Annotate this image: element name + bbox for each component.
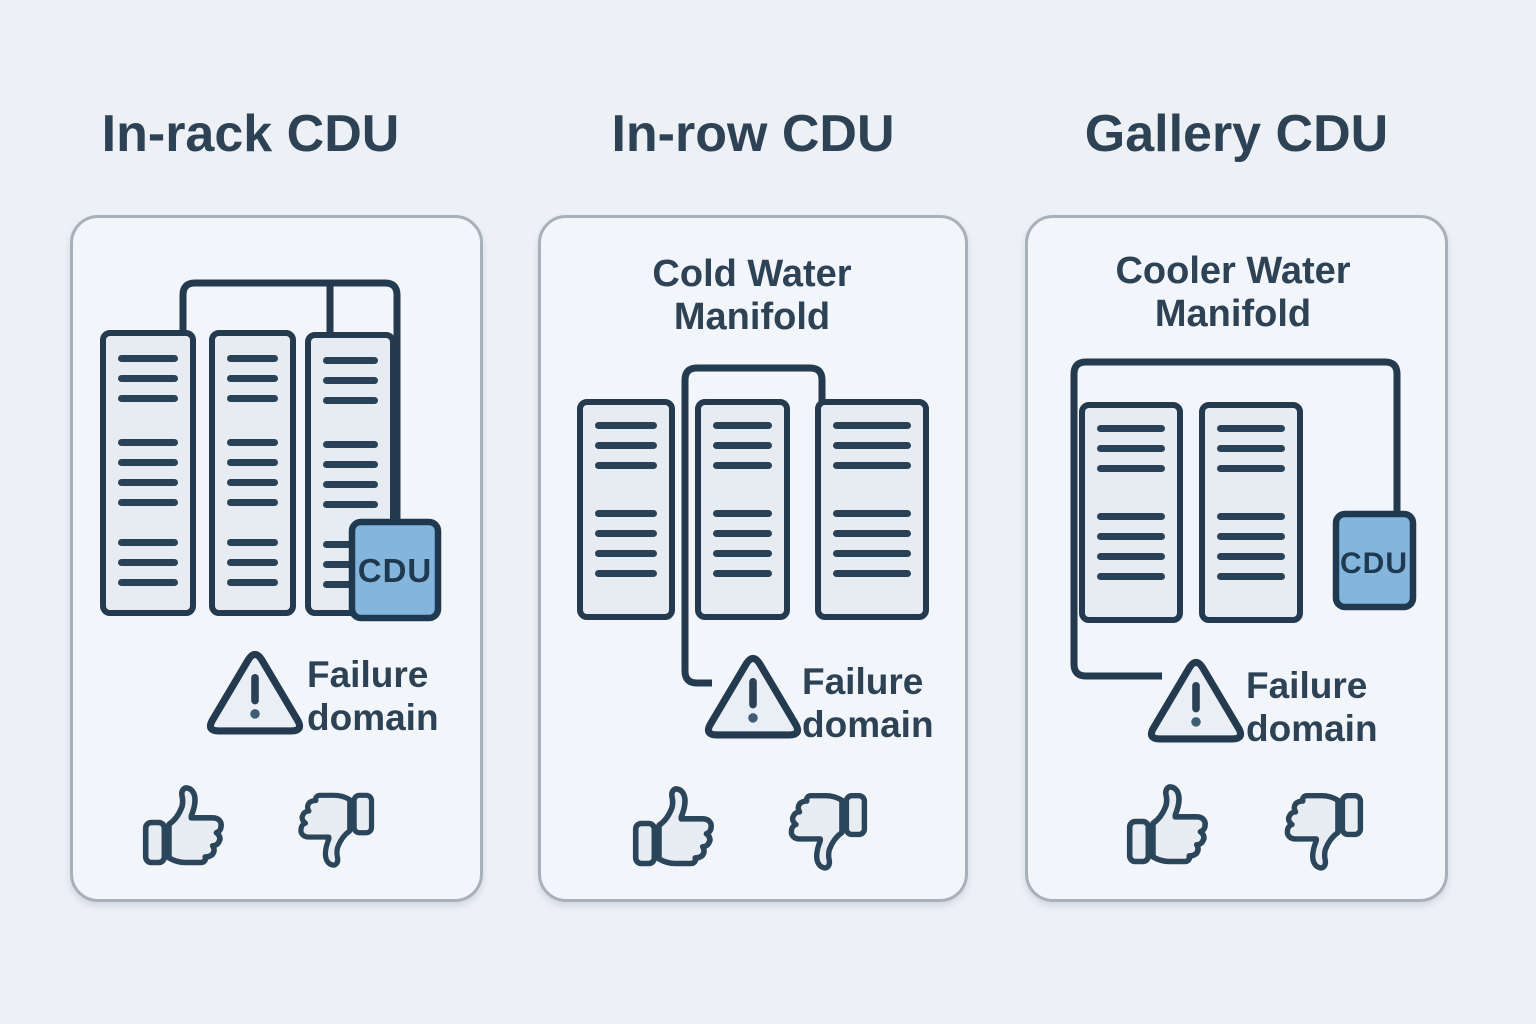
server-slot-line [713, 462, 772, 469]
server-slot-line [713, 510, 772, 517]
server-slot-line [227, 439, 278, 446]
server-slot-line [1217, 533, 1285, 540]
server-slot-line [227, 559, 278, 566]
server-slot-line [833, 570, 911, 577]
thumbs-up-icon [636, 789, 711, 864]
svg-text:CDU: CDU [358, 552, 433, 589]
failure-domain-label: Failure domain [1246, 665, 1378, 749]
server-slot-line [227, 499, 278, 506]
server-slot-line [713, 530, 772, 537]
server-slot-line [595, 422, 657, 429]
panel-title-gallery: Gallery CDU [1084, 105, 1389, 163]
server-slot-line [227, 395, 278, 402]
server-slot-line [1217, 513, 1285, 520]
server-slot-line [595, 462, 657, 469]
rack-frame [1199, 402, 1303, 623]
warning-icon [1151, 662, 1240, 738]
failure-domain-label: Failure domain [307, 654, 439, 738]
server-slot-line [833, 550, 911, 557]
server-slot-line [595, 442, 657, 449]
panel-title-in-rack: In-rack CDU [101, 105, 400, 163]
server-slot-line [227, 375, 278, 382]
server-slot-line [1097, 465, 1165, 472]
server-slot-line [713, 570, 772, 577]
server-rack [695, 399, 790, 620]
server-slot-line [323, 461, 378, 468]
server-slot-line [1217, 445, 1285, 452]
server-slot-line [833, 462, 911, 469]
failure-domain-label: Failure domain [802, 661, 934, 745]
server-slot-line [118, 499, 178, 506]
server-slot-line [323, 357, 378, 364]
server-slot-line [833, 530, 911, 537]
thumbs-down-icon [1287, 796, 1360, 868]
server-slot-line [833, 510, 911, 517]
server-slot-line [118, 395, 178, 402]
thumbs-up-icon [1130, 787, 1205, 862]
server-slot-line [118, 375, 178, 382]
server-slot-line [595, 570, 657, 577]
coolant-pipe-in-rack [179, 279, 401, 522]
cdu-box: CDU [1332, 510, 1417, 611]
server-slot-line [595, 530, 657, 537]
server-slot-line [323, 481, 378, 488]
server-slot-line [118, 559, 178, 566]
server-slot-line [1217, 553, 1285, 560]
manifold-label: Cold Water Manifold [652, 253, 852, 338]
server-slot-line [713, 442, 772, 449]
rack-frame [577, 399, 675, 620]
server-slot-line [323, 501, 378, 508]
server-slot-line [1097, 553, 1165, 560]
manifold-label: Cooler Water Manifold [1115, 250, 1351, 335]
warning-icon [210, 654, 299, 730]
server-slot-line [1097, 425, 1165, 432]
server-rack [1079, 402, 1183, 623]
server-slot-line [118, 459, 178, 466]
server-slot-line [323, 441, 378, 448]
thumbs-down-icon [301, 795, 372, 865]
server-slot-line [227, 459, 278, 466]
svg-text:CDU: CDU [1340, 547, 1408, 580]
rack-frame [695, 399, 790, 620]
server-slot-line [118, 439, 178, 446]
server-rack [209, 330, 296, 616]
thumbs-up-icon [146, 788, 221, 863]
server-slot-line [118, 479, 178, 486]
server-slot-line [227, 539, 278, 546]
coolant-pipe-gallery [1070, 358, 1401, 680]
server-slot-line [227, 579, 278, 586]
server-slot-line [118, 355, 178, 362]
server-slot-line [595, 550, 657, 557]
rack-frame [815, 399, 929, 620]
server-slot-line [833, 442, 911, 449]
thumbs-down-icon [791, 796, 864, 868]
server-slot-line [1217, 425, 1285, 432]
server-rack [815, 399, 929, 620]
coolant-pipe-in-row [681, 364, 826, 687]
server-slot-line [227, 479, 278, 486]
server-slot-line [1097, 533, 1165, 540]
server-slot-line [1217, 573, 1285, 580]
warning-icon [708, 658, 797, 734]
server-slot-line [323, 397, 378, 404]
server-slot-line [227, 355, 278, 362]
cdu-box: CDU [348, 518, 442, 622]
rack-frame [1079, 402, 1183, 623]
server-slot-line [833, 422, 911, 429]
server-rack [100, 330, 196, 616]
server-slot-line [323, 377, 378, 384]
server-slot-line [118, 539, 178, 546]
server-slot-line [1097, 573, 1165, 580]
server-rack [1199, 402, 1303, 623]
server-slot-line [713, 422, 772, 429]
server-slot-line [1097, 445, 1165, 452]
server-slot-line [1097, 513, 1165, 520]
panel-title-in-row: In-row CDU [611, 105, 895, 163]
server-slot-line [595, 510, 657, 517]
server-slot-line [1217, 465, 1285, 472]
server-rack [577, 399, 675, 620]
server-slot-line [118, 579, 178, 586]
server-slot-line [713, 550, 772, 557]
